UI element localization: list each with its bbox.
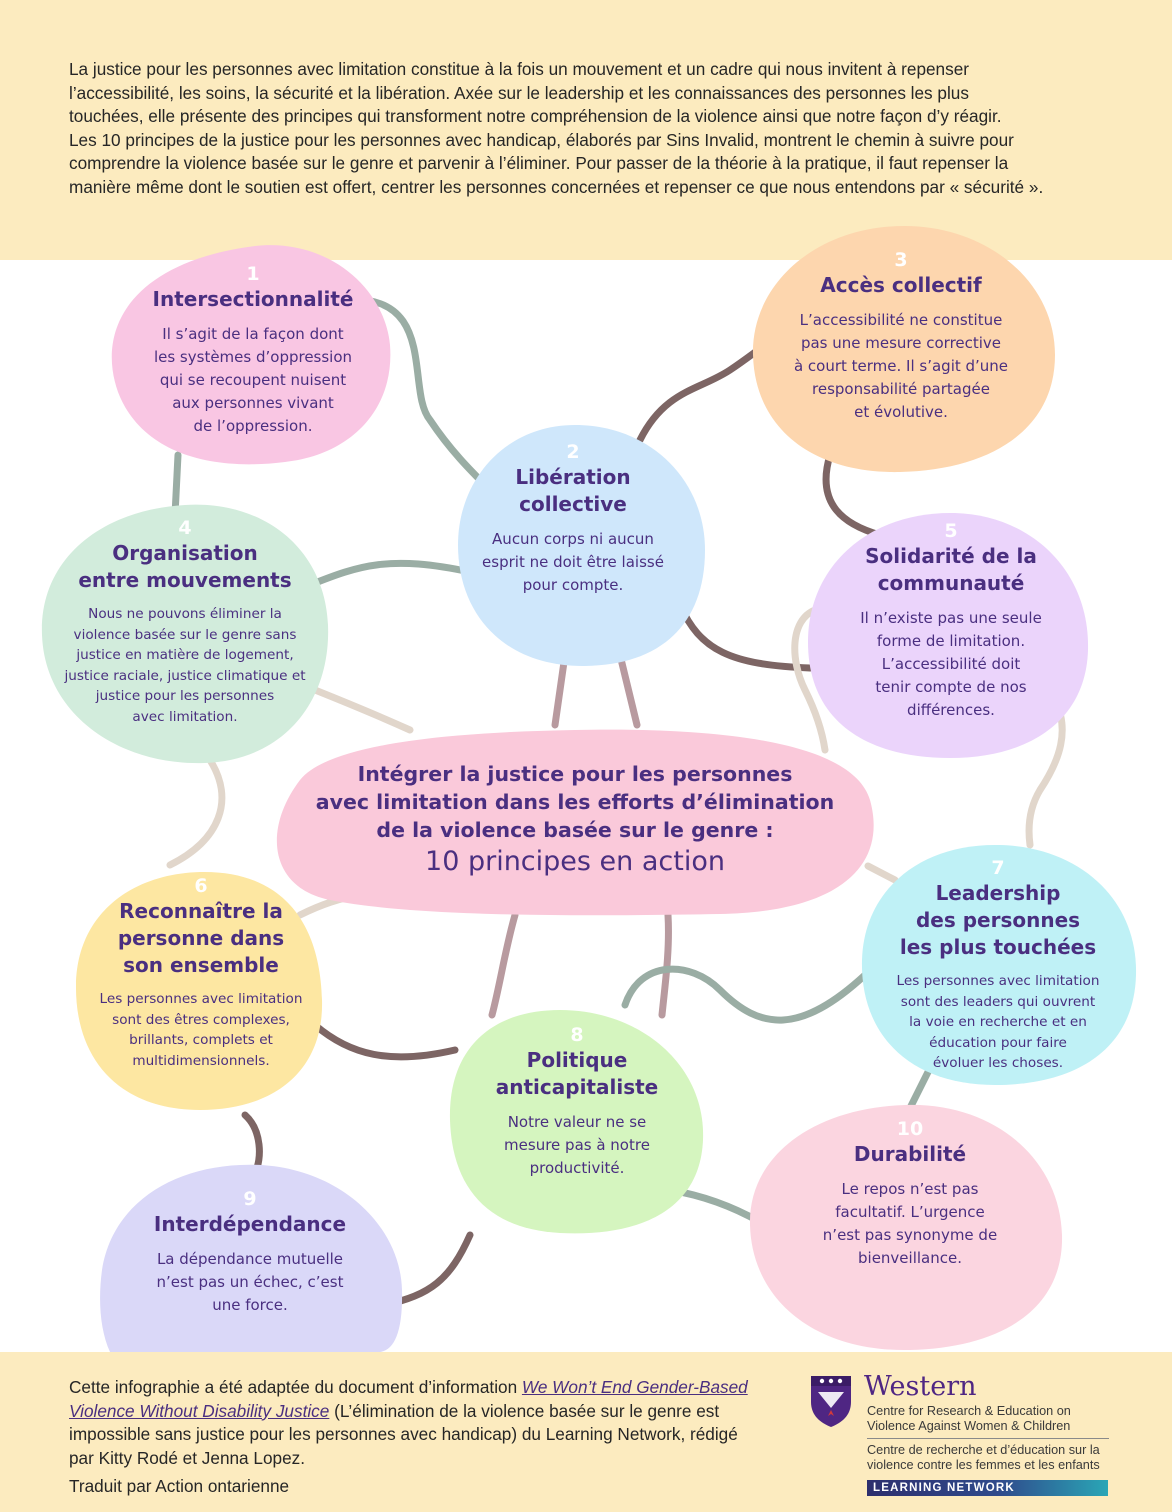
principle-body: Nous ne pouvons éliminer la violence bas… <box>64 606 306 725</box>
principle-title: Accès collectif <box>820 273 982 297</box>
principle-2: 2 Libération collective Aucun corps ni a… <box>468 440 678 597</box>
principle-body: Les personnes avec limitation sont des l… <box>896 973 1100 1072</box>
principle-title: Reconnaître la personne dans son ensembl… <box>117 899 285 977</box>
principle-number: 2 <box>566 441 580 463</box>
blob-3 <box>752 226 1055 473</box>
principle-number: 9 <box>243 1188 257 1210</box>
principle-body: L’accessibilité ne constitue pas une mes… <box>793 311 1009 421</box>
principle-7: 7 Leadership des personnes les plus touc… <box>878 856 1118 1074</box>
western-logo: Western Centre for Research & Education … <box>808 1372 1112 1498</box>
intro-line: Les 10 principes de la justice pour les … <box>69 129 1014 150</box>
center-title-line: Intégrer la justice pour les personnes <box>357 762 793 786</box>
principle-body: Il s’agit de la façon dont les systèmes … <box>153 325 353 435</box>
intro-paragraph: La justice pour les personnes avec limit… <box>69 58 1139 200</box>
connector-4-2 <box>306 559 474 589</box>
intro-line: touchées, elle présente des principes qu… <box>69 106 1002 127</box>
connector-2-center-b <box>616 651 641 729</box>
logo-divider <box>867 1438 1109 1439</box>
center-title-line: avec limitation dans les efforts d’élimi… <box>315 790 835 814</box>
blob-1 <box>111 245 391 465</box>
principle-number: 10 <box>896 1118 924 1140</box>
credit-suffix: (L’élimination de la violence basée sur … <box>69 1400 738 1468</box>
connector-center-7 <box>864 862 899 884</box>
principle-3: 3 Accès collectif L’accessibilité ne con… <box>770 248 1032 424</box>
blob-center <box>276 729 874 916</box>
intro-line: l’accessibilité, les soins, la sécurité … <box>69 82 969 103</box>
principle-number: 3 <box>894 249 908 271</box>
connector-8-7 <box>621 965 869 1024</box>
connector-5-center <box>791 606 829 754</box>
center-title: Intégrer la justice pour les personnes a… <box>285 760 865 880</box>
credit-paragraph: Cette infographie a été adaptée du docum… <box>69 1376 749 1470</box>
connector-6-8 <box>311 1021 459 1061</box>
centre-name-en: Centre for Research & Education on Viole… <box>867 1404 1071 1433</box>
principle-10: 10 Durabilité Le repos n’est pas faculta… <box>790 1117 1030 1270</box>
credit-prefix: Cette infographie a été adaptée du docum… <box>69 1377 522 1397</box>
principle-6: 6 Reconnaître la personne dans son ensem… <box>88 874 314 1071</box>
source-document-link[interactable]: We Won’t End Gender-Based Violence Witho… <box>69 1377 748 1421</box>
connector-4-center <box>311 686 414 734</box>
principle-title: Intersectionnalité <box>152 287 354 311</box>
principle-title: Interdépendance <box>153 1212 347 1236</box>
blob-2 <box>458 425 705 667</box>
blob-4 <box>41 504 329 764</box>
intro-band <box>0 0 1172 260</box>
center-title-line: de la violence basée sur le genre : <box>376 818 774 842</box>
principle-body: Il n’existe pas une seule forme de limit… <box>860 609 1042 719</box>
principle-number: 4 <box>178 517 192 539</box>
principle-4: 4 Organisation entre mouvements Nous ne … <box>52 516 318 728</box>
intro-line: comprendre la violence basée sur le genr… <box>69 153 1009 174</box>
connector-2-5 <box>676 601 814 672</box>
connector-7-10 <box>906 1064 934 1112</box>
connector-3-5 <box>822 451 884 539</box>
learning-network-bar: LEARNING NETWORK <box>867 1480 1108 1496</box>
connector-1-2 <box>336 295 494 494</box>
blob-8 <box>449 1010 704 1234</box>
principle-number: 6 <box>194 875 208 897</box>
principle-8: 8 Politique anticapitaliste Notre valeur… <box>465 1023 689 1180</box>
western-shield-icon <box>811 1376 851 1427</box>
principle-1: 1 Intersectionnalité Il s’agit de la faç… <box>128 262 378 438</box>
intro-line: La justice pour les personnes avec limit… <box>69 59 969 79</box>
center-subtitle: 10 principes en action <box>425 846 725 877</box>
principle-body: Notre valeur ne se mesure pas à notre pr… <box>504 1113 650 1177</box>
principle-title: Organisation entre mouvements <box>78 541 292 592</box>
blob-10 <box>749 1104 1063 1351</box>
blob-5 <box>807 512 1089 758</box>
principle-body: La dépendance mutuelle n’est pas un éche… <box>156 1250 344 1314</box>
principle-number: 8 <box>570 1024 584 1046</box>
principle-9: 9 Interdépendance La dépendance mutuelle… <box>130 1187 370 1317</box>
connector-4-6 <box>166 756 226 869</box>
blob-6 <box>75 871 323 1110</box>
principle-title: Leadership des personnes les plus touché… <box>899 881 1097 959</box>
western-name: Western <box>864 1371 977 1402</box>
blob-9 <box>100 1164 403 1352</box>
principle-title: Durabilité <box>853 1142 967 1166</box>
principle-body: Le repos n’est pas facultatif. L’urgence… <box>822 1180 998 1267</box>
intro-line: manière même dont le soutien est offert,… <box>69 176 1044 197</box>
principle-number: 1 <box>246 263 260 285</box>
blob-7 <box>861 844 1137 1085</box>
principle-5: 5 Solidarité de la communauté Il n’exist… <box>830 519 1072 722</box>
principle-title: Politique anticapitaliste <box>495 1048 659 1099</box>
connector-1-4 <box>171 451 182 519</box>
principle-body: Les personnes avec limitation sont des ê… <box>99 991 303 1069</box>
principle-body: Aucun corps ni aucun esprit ne doit être… <box>482 530 664 594</box>
translated-by: Traduit par Action ontarienne <box>69 1476 290 1496</box>
principle-title: Libération collective <box>515 465 631 516</box>
connector-5-7 <box>1025 696 1066 849</box>
centre-name-fr: Centre de recherche et d’éducation sur l… <box>867 1443 1100 1472</box>
connector-2-center-a <box>551 651 569 729</box>
principle-number: 7 <box>991 857 1005 879</box>
principle-title: Solidarité de la communauté <box>865 544 1037 595</box>
connector-center-8a <box>488 911 519 1019</box>
principle-number: 5 <box>944 520 958 542</box>
